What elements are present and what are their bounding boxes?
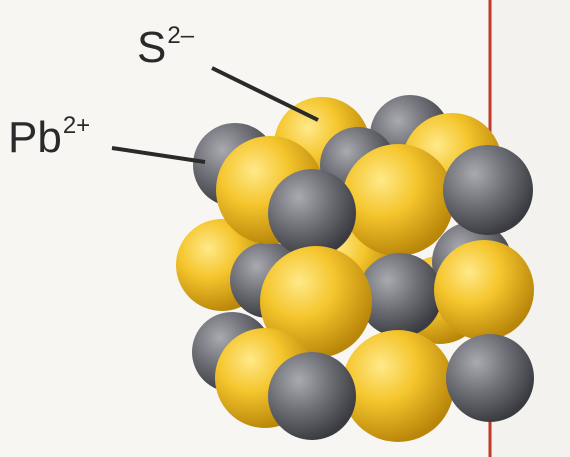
lead-leader-line xyxy=(111,146,206,164)
sulfide-ion xyxy=(434,240,534,340)
sulfide-symbol: S xyxy=(137,23,167,72)
sulfide-ion xyxy=(342,144,454,256)
sulfide-leader-line xyxy=(211,66,319,122)
lead-ion-label: Pb2+ xyxy=(8,113,90,162)
lead-charge: 2+ xyxy=(62,112,91,139)
sulfide-ion-label: S2– xyxy=(137,23,194,72)
sulfide-charge: 2– xyxy=(167,22,195,49)
sulfide-ion xyxy=(260,246,372,358)
sphere-cube xyxy=(176,95,534,442)
lead-ion xyxy=(446,334,534,422)
lead-ion xyxy=(443,145,533,235)
sulfide-ion xyxy=(342,330,454,442)
lead-ion xyxy=(268,352,356,440)
lead-symbol: Pb xyxy=(8,113,62,162)
lead-ion xyxy=(268,169,356,257)
lead-ion xyxy=(358,253,442,337)
